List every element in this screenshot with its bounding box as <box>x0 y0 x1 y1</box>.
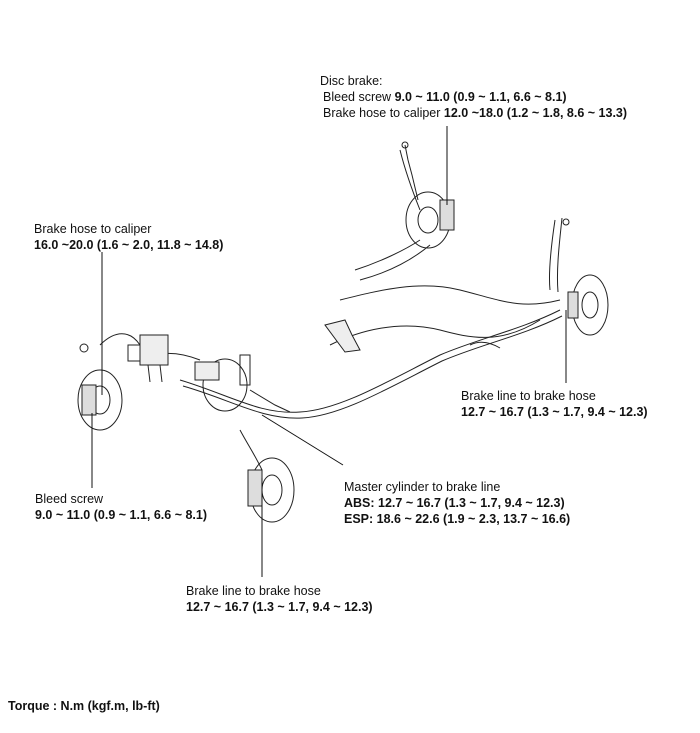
abs-label: ABS: <box>344 496 379 510</box>
esp-value: 18.6 ~ 22.6 (1.9 ~ 2.3, 13.7 ~ 16.6) <box>376 512 571 526</box>
abs-value: 12.7 ~ 16.7 (1.3 ~ 1.7, 9.4 ~ 12.3) <box>378 496 565 510</box>
torque-unit-note: Torque : N.m (kgf.m, lb-ft) <box>8 699 160 713</box>
disc-brake-bleed-line: Bleed screw 9.0 ~ 11.0 (0.9 ~ 1.1, 6.6 ~… <box>320 89 627 105</box>
front-hose-caliper-value: 16.0 ~20.0 (1.6 ~ 2.0, 11.8 ~ 14.8) <box>34 238 224 252</box>
rear-disc-brake <box>401 141 455 249</box>
front-line-hose-label: Brake line to brake hose <box>186 584 321 598</box>
disc-brake-callout: Disc brake: Bleed screw 9.0 ~ 11.0 (0.9 … <box>320 73 627 121</box>
rear-line-hose-label: Brake line to brake hose <box>461 389 596 403</box>
master-cylinder-esp: ESP: 18.6 ~ 22.6 (1.9 ~ 2.3, 13.7 ~ 16.6… <box>344 511 570 527</box>
front-bleed-callout: Bleed screw 9.0 ~ 11.0 (0.9 ~ 1.1, 6.6 ~… <box>35 491 207 523</box>
front-left-disc-brake <box>77 343 123 431</box>
front-line-hose-callout: Brake line to brake hose 12.7 ~ 16.7 (1.… <box>186 583 373 615</box>
disc-brake-hose-value: 12.0 ~18.0 (1.2 ~ 1.8, 8.6 ~ 13.3) <box>443 106 628 120</box>
front-right-disc-brake <box>247 457 295 523</box>
rear-axle-bracket <box>324 319 501 353</box>
brake-pipe-routing <box>99 149 563 471</box>
leader-lines <box>91 126 567 577</box>
rear-line-hose-callout: Brake line to brake hose 12.7 ~ 16.7 (1.… <box>461 388 648 420</box>
disc-brake-title: Disc brake: <box>320 74 383 88</box>
esp-label: ESP: <box>344 512 377 526</box>
abs-esp-unit <box>127 334 169 383</box>
front-hose-caliper-callout: Brake hose to caliper 16.0 ~20.0 (1.6 ~ … <box>34 221 223 253</box>
disc-brake-bleed-value: 9.0 ~ 11.0 (0.9 ~ 1.1, 6.6 ~ 8.1) <box>394 90 567 104</box>
disc-brake-bleed-label: Bleed screw <box>323 90 395 104</box>
rear-line-hose-value: 12.7 ~ 16.7 (1.3 ~ 1.7, 9.4 ~ 12.3) <box>461 405 648 419</box>
front-bleed-label: Bleed screw <box>35 492 104 506</box>
rear-left-disc-brake <box>562 218 609 336</box>
master-cylinder-callout: Master cylinder to brake line ABS: 12.7 … <box>344 479 570 527</box>
master-cylinder-abs: ABS: 12.7 ~ 16.7 (1.3 ~ 1.7, 9.4 ~ 12.3) <box>344 495 570 511</box>
front-line-hose-value: 12.7 ~ 16.7 (1.3 ~ 1.7, 9.4 ~ 12.3) <box>186 600 373 614</box>
disc-brake-hose-label: Brake hose to caliper <box>323 106 444 120</box>
front-hose-caliper-label: Brake hose to caliper <box>34 222 152 236</box>
front-bleed-value: 9.0 ~ 11.0 (0.9 ~ 1.1, 6.6 ~ 8.1) <box>35 508 208 522</box>
master-cylinder-booster <box>194 354 291 413</box>
disc-brake-hose-line: Brake hose to caliper 12.0 ~18.0 (1.2 ~ … <box>320 105 627 121</box>
master-cylinder-label: Master cylinder to brake line <box>344 480 501 494</box>
